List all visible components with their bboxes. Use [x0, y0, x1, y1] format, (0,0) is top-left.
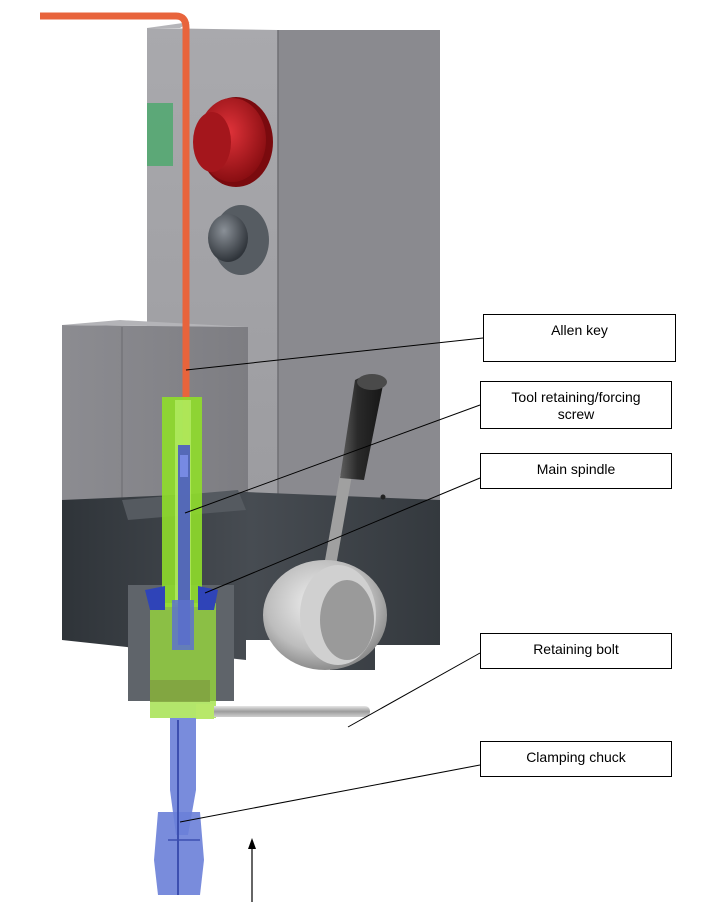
label-main-spindle: Main spindle — [480, 453, 672, 489]
leader-lines — [179, 337, 484, 823]
emergency-stop-icon[interactable] — [193, 97, 273, 187]
label-allen-key: Allen key — [483, 314, 676, 362]
middle-housing — [62, 320, 248, 510]
screw-hole — [380, 494, 386, 500]
allen-key-shape — [40, 12, 190, 450]
label-retaining-bolt: Retaining bolt — [480, 633, 672, 669]
label-tool-retaining-screw: Tool retaining/forcing screw — [480, 381, 672, 429]
direction-arrow-icon — [248, 838, 256, 902]
clamping-chuck-shape — [154, 718, 204, 895]
lower-housing — [62, 490, 440, 701]
spindle-nut-shape — [145, 586, 218, 610]
start-button-icon[interactable] — [208, 205, 269, 275]
retaining-screw-shape — [172, 445, 194, 650]
indicator-light — [147, 103, 173, 166]
retaining-bolt-shape — [196, 704, 370, 719]
label-clamping-chuck: Clamping chuck — [480, 741, 672, 777]
feed-lever-icon[interactable] — [263, 374, 387, 670]
